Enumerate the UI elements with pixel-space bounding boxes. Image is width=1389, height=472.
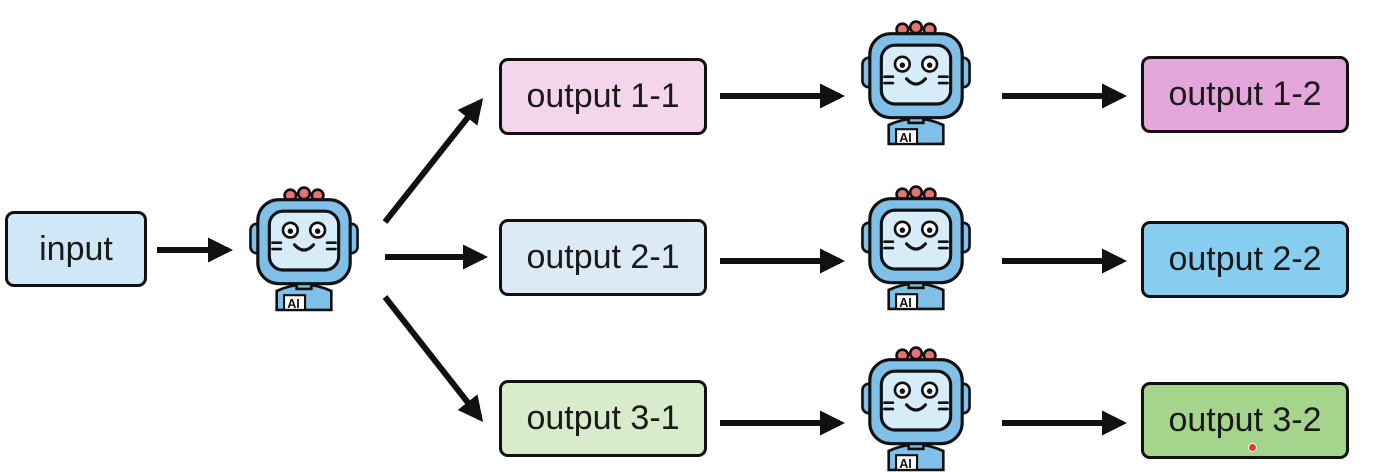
output-2-2-box: output 2-2 [1141,221,1349,298]
output-3-1-label: output 3-1 [526,399,680,437]
output-2-1-box: output 2-1 [499,219,707,296]
output-1-1-box: output 1-1 [499,58,707,135]
input-label: input [39,229,113,268]
ai-badge-label: AI [899,296,912,310]
output-3-2-box: output 3-2 [1141,382,1349,459]
cursor-indicator [1248,443,1257,452]
arrow-ai-to-output-1-1 [382,98,484,224]
output-2-2-label: output 2-2 [1168,240,1322,278]
output-1-2-box: output 1-2 [1141,56,1349,133]
ai-robot-icon: AI [249,186,359,312]
arrow-ai-to-output-3-1 [382,295,484,422]
ai-badge-label: AI [287,297,300,311]
output-3-2-label: output 3-2 [1168,401,1322,439]
output-1-1-label: output 1-1 [526,77,680,115]
ai-robot-icon: AI [861,346,971,472]
output-1-2-label: output 1-2 [1168,75,1322,113]
ai-badge-label: AI [899,457,912,471]
output-2-1-label: output 2-1 [526,238,680,276]
input-box: input [5,211,147,287]
ai-robot-icon: AI [861,185,971,311]
ai-badge-label: AI [899,131,912,145]
ai-robot-icon: AI [861,20,971,146]
output-3-1-box: output 3-1 [499,380,707,457]
